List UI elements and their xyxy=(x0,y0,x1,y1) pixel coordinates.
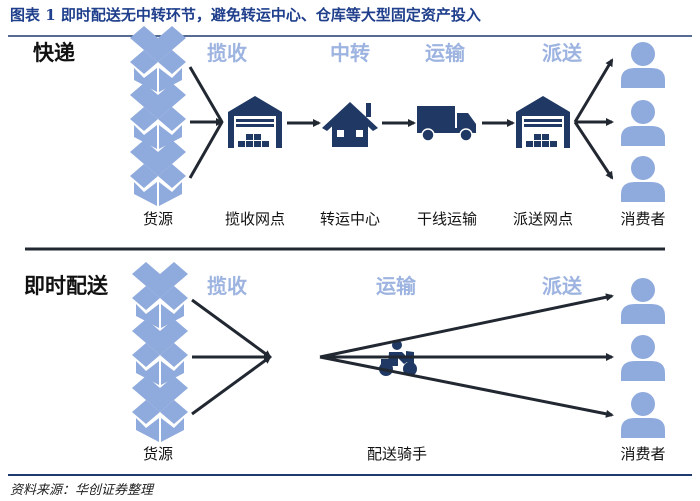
node-label: 消费者 xyxy=(620,210,665,228)
package-icon xyxy=(132,262,188,328)
package-icon xyxy=(130,140,186,206)
node-label: 配送骑手 xyxy=(367,445,427,463)
person-icon xyxy=(621,278,665,324)
package-icon xyxy=(132,376,188,442)
figure-title: 图表 1 即时配送无中转环节，避免转运中心、仓库等大型固定资产投入 xyxy=(10,6,481,24)
arrow xyxy=(319,355,614,418)
arrow xyxy=(573,121,614,180)
package-icon xyxy=(132,319,188,385)
person-icon xyxy=(621,335,665,381)
person-icon xyxy=(621,100,665,146)
node-label: 货源 xyxy=(143,445,173,463)
stage-label: 揽收 xyxy=(207,41,247,65)
warehouse-icon xyxy=(228,96,282,148)
node-label: 消费者 xyxy=(620,445,665,463)
node-label: 转运中心 xyxy=(320,210,380,228)
source-note: 资料来源：华创证券整理 xyxy=(10,483,155,498)
warehouse-icon xyxy=(516,96,570,148)
node-label: 干线运输 xyxy=(417,210,477,228)
section-label-instant: 即时配送 xyxy=(24,274,109,298)
node-label: 派送网点 xyxy=(513,210,573,228)
person-icon xyxy=(621,156,665,202)
house-icon xyxy=(322,102,378,147)
package-icon xyxy=(130,83,186,149)
arrow xyxy=(188,66,224,123)
stage-label: 运输 xyxy=(425,41,466,65)
truck-icon xyxy=(417,106,476,142)
node-label: 货源 xyxy=(143,210,173,228)
stage-label: 揽收 xyxy=(207,274,247,298)
section-label-express: 快递 xyxy=(33,41,75,65)
person-icon xyxy=(621,42,665,88)
arrow xyxy=(191,298,272,359)
stage-label: 派送 xyxy=(542,274,583,298)
arrow xyxy=(191,355,272,416)
person-icon xyxy=(621,392,665,438)
stage-label: 中转 xyxy=(330,41,370,65)
arrow xyxy=(573,58,614,123)
stage-label: 派送 xyxy=(542,41,583,65)
arrow xyxy=(188,121,224,179)
node-label: 揽收网点 xyxy=(225,210,285,228)
stage-label: 运输 xyxy=(376,274,417,298)
arrow xyxy=(319,293,614,359)
